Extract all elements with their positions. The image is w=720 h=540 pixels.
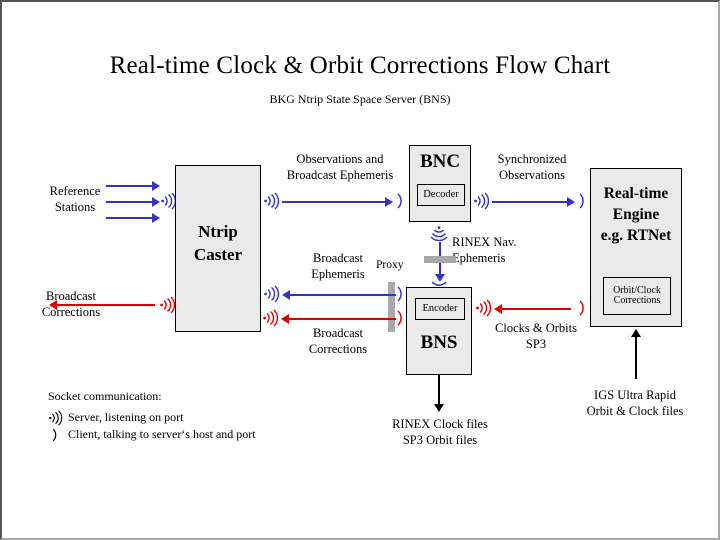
arrowhead-rinex-clock-files bbox=[434, 404, 444, 412]
socket-client-icon-bns-nav-in bbox=[430, 280, 448, 290]
socket-server-icon-caster-corr-in bbox=[263, 309, 279, 327]
legend: Socket communication: Server, listening … bbox=[48, 389, 328, 443]
subbox-decoder[interactable]: Decoder bbox=[417, 184, 465, 206]
box-rt-engine[interactable]: Real-time Engine e.g. RTNet Orbit/Clock … bbox=[590, 168, 682, 327]
box-bnc-title: BNC bbox=[419, 151, 461, 172]
label-proxy: Proxy bbox=[376, 259, 404, 271]
box-bns[interactable]: Encoder BNS bbox=[406, 287, 472, 375]
subbox-orbit-clock-corrections[interactable]: Orbit/Clock Corrections bbox=[603, 277, 671, 315]
socket-server-icon-bns-clocks-in bbox=[476, 299, 492, 317]
label-broadcast-corrections-mid: Broadcast Corrections bbox=[308, 326, 368, 356]
legend-title: Socket communication: bbox=[48, 389, 162, 403]
label-reference-stations: Reference Stations bbox=[49, 184, 101, 214]
box-bns-title: BNS bbox=[420, 332, 458, 353]
socket-server-icon-caster-to-bnc bbox=[264, 192, 280, 210]
arrow-ref-station-2 bbox=[106, 201, 154, 203]
legend-row-client: Client, talking to server‘s host and por… bbox=[48, 426, 328, 443]
arrow-clocks-orbits-sp3 bbox=[502, 308, 571, 310]
arrow-broadcast-corrections-mid bbox=[289, 318, 396, 320]
label-rinex-clock-files: RINEX Clock files SP3 Orbit files bbox=[392, 417, 488, 447]
label-igs-ultra-rapid: IGS Ultra Rapid Orbit & Clock files bbox=[586, 388, 684, 418]
arrowhead-broadcast-corrections-out bbox=[49, 300, 57, 310]
socket-server-icon-bnc-nav-out bbox=[430, 226, 448, 242]
arrow-broadcast-ephemeris bbox=[290, 294, 396, 296]
arrow-synchronized-observations bbox=[492, 201, 569, 203]
legend-label-client: Client, talking to server‘s host and por… bbox=[68, 427, 256, 441]
arrowhead-ref-station-3 bbox=[152, 213, 160, 223]
arrow-broadcast-corrections-out bbox=[57, 304, 155, 306]
label-observations-broadcast-ephemeris: Observations and Broadcast Ephemeris bbox=[286, 152, 394, 182]
arrowhead-rinex-nav-ephemeris bbox=[435, 274, 445, 282]
socket-client-icon-rt-engine-clocks-out bbox=[578, 299, 588, 317]
page-title: Real-time Clock & Orbit Corrections Flow… bbox=[109, 52, 611, 79]
socket-client-icon-rt-engine-in bbox=[578, 192, 588, 210]
proxy-bar-horizontal-path bbox=[388, 282, 395, 332]
label-broadcast-ephemeris: Broadcast Ephemeris bbox=[311, 251, 365, 281]
socket-server-icon-caster-out bbox=[160, 296, 176, 314]
label-clocks-orbits-sp3: Clocks & Orbits SP3 bbox=[495, 321, 577, 351]
arrow-observations-to-bnc bbox=[282, 201, 387, 203]
arrowhead-ref-station-1 bbox=[152, 181, 160, 191]
arrowhead-ref-station-2 bbox=[152, 197, 160, 207]
arrowhead-observations-to-bnc bbox=[385, 197, 393, 207]
subbox-encoder[interactable]: Encoder bbox=[415, 298, 465, 320]
legend-row-server: Server, listening on port bbox=[48, 409, 328, 426]
socket-server-icon-caster-in bbox=[161, 192, 177, 210]
legend-label-server: Server, listening on port bbox=[68, 410, 184, 424]
arrowhead-broadcast-ephemeris bbox=[282, 290, 290, 300]
socket-server-icon-caster-ephem-in bbox=[264, 285, 280, 303]
box-ntrip-caster[interactable]: Ntrip Caster bbox=[175, 165, 261, 332]
proxy-bar-vertical-path bbox=[424, 256, 456, 263]
arrowhead-broadcast-corrections-mid bbox=[281, 314, 289, 324]
arrow-ref-station-3 bbox=[106, 217, 154, 219]
box-bnc[interactable]: BNC Decoder bbox=[409, 145, 471, 222]
box-ntrip-caster-title: Ntrip Caster bbox=[193, 222, 243, 264]
arrowhead-clocks-orbits-sp3 bbox=[494, 304, 502, 314]
socket-server-icon bbox=[48, 409, 68, 426]
socket-client-icon-bnc-in bbox=[396, 192, 406, 210]
label-rinex-nav-ephemeris: RINEX Nav. Ephemeris bbox=[452, 235, 517, 265]
socket-client-icon bbox=[48, 427, 68, 443]
arrow-ref-station-1 bbox=[106, 185, 154, 187]
arrowhead-igs-ultra-rapid bbox=[631, 329, 641, 337]
subbox-orbit-clock-line1: Orbit/Clock bbox=[613, 284, 661, 296]
page-subtitle: BKG Ntrip State Space Server (BNS) bbox=[269, 92, 451, 106]
arrow-rinex-clock-files bbox=[438, 375, 440, 407]
box-rt-engine-title: Real-time Engine e.g. RTNet bbox=[600, 185, 672, 244]
label-synchronized-observations: Synchronized Observations bbox=[497, 152, 567, 182]
socket-server-icon-bnc-out bbox=[474, 192, 490, 210]
subbox-orbit-clock-line2: Corrections bbox=[613, 295, 661, 306]
socket-client-icon-bns-corr-out bbox=[396, 309, 406, 327]
arrow-igs-ultra-rapid bbox=[635, 337, 637, 379]
socket-client-icon-bns-ephem-out bbox=[396, 285, 406, 303]
arrowhead-synchronized-observations bbox=[567, 197, 575, 207]
